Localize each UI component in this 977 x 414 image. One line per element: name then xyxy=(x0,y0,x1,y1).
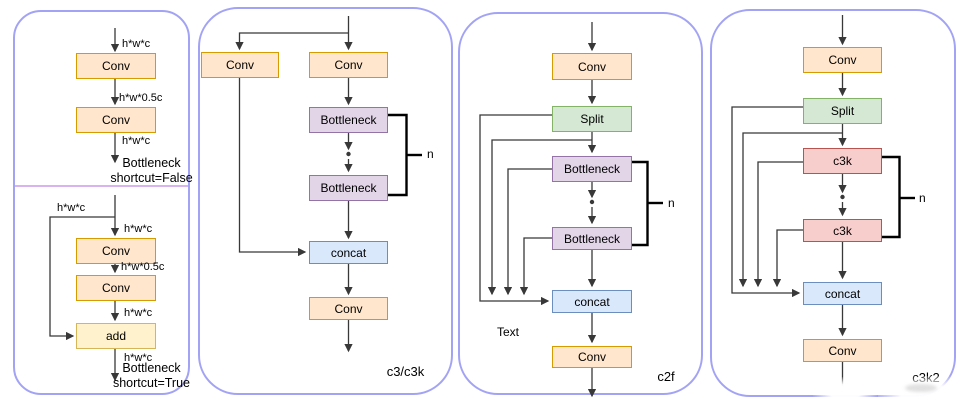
node-split: Split xyxy=(803,98,882,124)
caption-line: shortcut=False xyxy=(110,171,193,185)
node-bottleneck: Bottleneck xyxy=(552,156,632,182)
node-split: Split xyxy=(552,106,632,132)
panel-c3-c3k xyxy=(198,7,453,395)
node-conv: Conv xyxy=(552,53,632,80)
node-conv: Conv xyxy=(803,339,882,362)
node-conv: Conv xyxy=(76,238,156,264)
caption-bottleneck-true: Bottleneck shortcut=True xyxy=(104,361,199,391)
tensor-shape-label: h*w*c xyxy=(124,223,153,235)
tensor-shape-label: h*w*0.5c xyxy=(119,92,163,104)
node-add: add xyxy=(76,323,156,349)
node-conv: Conv xyxy=(309,52,388,78)
node-concat: concat xyxy=(309,241,388,264)
panel-title-c3k2: c3k2 xyxy=(912,370,940,385)
panel-title-c2f: c2f xyxy=(657,369,675,384)
tensor-shape-label: h*w*c xyxy=(124,352,153,364)
node-conv: Conv xyxy=(552,346,632,368)
caption-bottleneck-false: Bottleneck shortcut=False xyxy=(104,156,199,186)
repeat-count-label: n xyxy=(919,191,926,205)
node-bottleneck: Bottleneck xyxy=(552,227,632,250)
caption-line: shortcut=True xyxy=(112,376,190,390)
node-bottleneck: Bottleneck xyxy=(309,175,388,201)
tensor-shape-label: h*w*0.5c xyxy=(121,261,165,273)
node-concat: concat xyxy=(803,282,882,305)
node-concat: concat xyxy=(552,290,632,313)
node-bottleneck: Bottleneck xyxy=(309,107,388,133)
node-conv: Conv xyxy=(76,53,156,79)
repeat-count-label: n xyxy=(427,147,434,161)
caption-line: Bottleneck xyxy=(122,156,181,170)
stray-text-label: Text xyxy=(496,325,519,339)
node-c3k: c3k xyxy=(803,148,882,174)
node-conv: Conv xyxy=(76,107,156,133)
node-conv: Conv xyxy=(76,275,156,301)
node-conv: Conv xyxy=(803,47,882,73)
panel-title-c3: c3/c3k xyxy=(386,364,425,379)
repeat-count-label: n xyxy=(668,196,675,210)
tensor-shape-label: h*w*c xyxy=(57,202,86,214)
node-conv: Conv xyxy=(201,52,279,78)
node-conv: Conv xyxy=(309,297,388,320)
tensor-shape-label: h*w*c xyxy=(122,135,151,147)
panel-c2f xyxy=(458,12,703,395)
panel-bottleneck xyxy=(13,10,190,395)
caption-line: Bottleneck xyxy=(122,361,181,375)
tensor-shape-label: h*w*c xyxy=(122,38,151,50)
panel-divider xyxy=(15,185,188,187)
node-c3k: c3k xyxy=(803,219,882,242)
tensor-shape-label: h*w*c xyxy=(124,307,153,319)
